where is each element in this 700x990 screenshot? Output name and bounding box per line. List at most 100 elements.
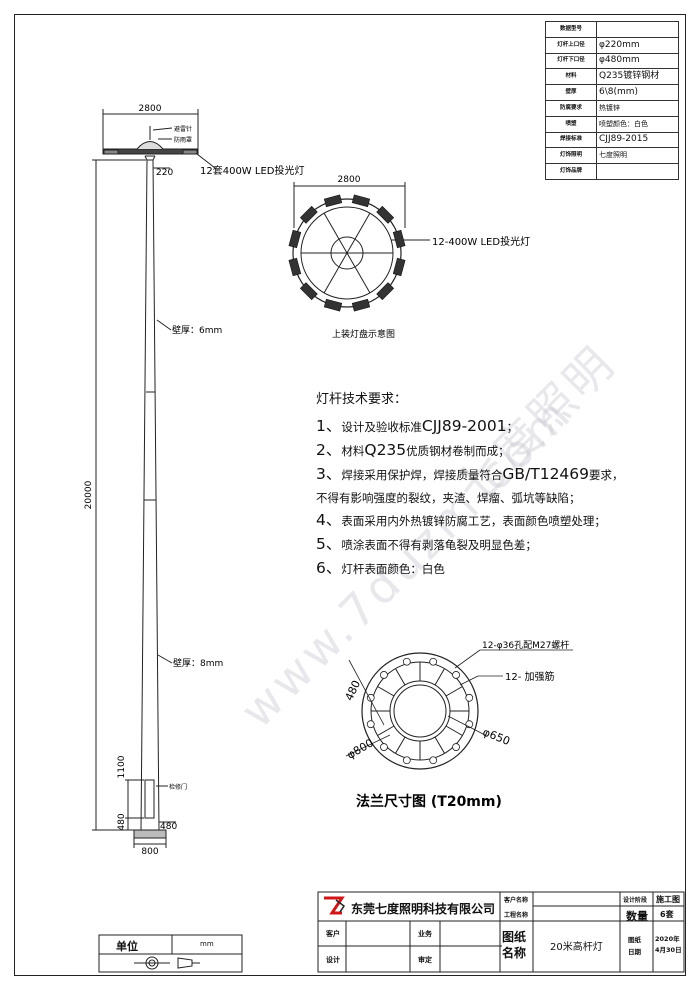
requirement-text: 表面采用内外热镀锌防腐工艺，表面颜色喷塑处理；: [341, 514, 606, 528]
base-right-dim: 480: [160, 822, 177, 832]
drawing-frame: [14, 14, 686, 976]
flange-hole: [452, 743, 460, 751]
spec-key: 灯杆上口径: [545, 36, 597, 54]
led-floodlight: [376, 282, 395, 301]
requirement-num: 1、: [316, 417, 342, 435]
flange-hole: [429, 756, 438, 765]
flange-dims: [345, 649, 573, 757]
flange-rib: [377, 725, 395, 736]
client-label: 客户名称: [504, 897, 529, 904]
requirement-num: 2、: [316, 441, 342, 459]
requirement-text: 设计及验收标准: [341, 420, 422, 434]
spec-row: 灯饰品牌: [545, 163, 679, 180]
spec-key: 喷塑: [545, 115, 597, 133]
requirement-item: 1、设计及验收标准CJJ89-2001；: [316, 415, 686, 439]
unit-label: 单位: [116, 940, 138, 953]
led-floodlight: [288, 257, 302, 277]
flange-caption: 法兰尺寸图 (T20mm): [356, 793, 502, 810]
led-floodlight: [351, 194, 371, 208]
lamp-callout: 12套400W LED投光灯: [200, 164, 304, 177]
spec-key: 防腐要求: [545, 99, 597, 117]
requirements: 灯杆技术要求： 1、设计及验收标准CJJ89-2001；2、材料Q235优质钢材…: [316, 388, 686, 581]
requirement-code: GB/T12469: [502, 465, 590, 483]
flange-dim-800: φ800: [345, 736, 376, 761]
lamp-disc-width: 2800: [338, 175, 361, 185]
company-name: 东莞七度照明科技有限公司: [351, 902, 496, 916]
lamp-disc-caption: 上装灯盘示意图: [332, 328, 395, 340]
spec-value: 6\8(mm): [596, 84, 679, 101]
lamp-label-lightning: 避雷针: [174, 125, 192, 133]
flange-rib: [395, 668, 406, 686]
customer-label: 客户: [326, 930, 340, 938]
requirement-tail: 优质钢材卷制而成；: [406, 444, 510, 458]
requirement-code: CJJ89-2001: [421, 417, 507, 435]
title-block-lines: [98, 891, 685, 973]
requirement-num: 4、: [316, 511, 342, 529]
door-label: 检修门: [169, 783, 187, 791]
requirement-item: 4、表面采用内外热镀锌防腐工艺，表面颜色喷塑处理；: [316, 509, 686, 533]
spec-value: CJJ89-2015: [596, 131, 679, 149]
led-floodlight: [392, 229, 406, 249]
flange-holes: [366, 657, 474, 765]
business-label: 业务: [418, 930, 432, 938]
requirement-item: 2、材料Q235优质钢材卷制而成；: [316, 439, 686, 463]
flange-ribs-label: 12- 加强筋: [505, 670, 555, 683]
pole-top-diameter: 220: [156, 168, 173, 178]
flange-rib: [434, 668, 445, 686]
lamp-disc: [292, 182, 430, 308]
flange-holes-label: 12-φ36孔配M27螺杆: [482, 639, 569, 651]
flange-rib: [445, 725, 463, 736]
spec-value: [596, 163, 679, 180]
spec-row: 喷塑喷塑颜色：白色: [545, 115, 679, 133]
spec-key: 焊接标准: [545, 131, 597, 149]
requirement-num: 6、: [316, 559, 342, 577]
led-floodlight: [351, 298, 371, 312]
drawing-name-label: 图纸名称: [502, 930, 527, 960]
wall-thickness-lower: 壁厚：8mm: [173, 657, 223, 669]
requirement-tail: 要求，: [589, 468, 624, 482]
flange-rib: [445, 686, 463, 697]
led-floodlight: [323, 298, 343, 312]
design-stage-label: 设计阶段: [623, 897, 648, 904]
drawing-name-value: 20米高杆灯: [550, 942, 603, 953]
flange-dim-650: φ650: [481, 725, 512, 748]
flange-hole: [380, 671, 388, 679]
requirement-text: 不得有影响强度的裂纹，夹渣、焊瘤、弧坑等缺陷；: [316, 491, 581, 505]
led-floodlight: [376, 205, 395, 224]
spec-row: 灯饰照明七度照明: [545, 147, 679, 165]
unit-value: mm: [200, 940, 214, 948]
requirement-num: 5、: [316, 535, 342, 553]
flange-hole: [452, 671, 460, 679]
spec-value: 七度照明: [596, 147, 679, 165]
pole-height: 20000: [84, 480, 94, 509]
base-width: 800: [141, 847, 158, 857]
spec-value: φ220mm: [596, 36, 679, 54]
wall-thickness-upper: 壁厚：6mm: [172, 324, 222, 336]
flange-rib: [434, 736, 445, 754]
spec-value: [596, 21, 679, 38]
flange-hole: [402, 756, 411, 765]
date-value: 2020年4月30日: [655, 935, 682, 954]
requirement-code: Q235: [364, 441, 407, 459]
requirement-item: 6、灯杆表面颜色：白色: [316, 557, 686, 581]
requirement-text: 材料: [341, 444, 365, 458]
requirement-text: 喷涂表面不得有剥落龟裂及明显色差；: [341, 538, 537, 552]
requirement-num: 3、: [316, 465, 342, 483]
spec-key: 灯饰品牌: [545, 163, 597, 180]
requirement-text: 灯杆表面颜色：白色: [341, 562, 445, 576]
requirement-item: 不得有影响强度的裂纹，夹渣、焊瘤、弧坑等缺陷；: [316, 487, 686, 509]
qty-label: 数量: [626, 910, 648, 923]
qty-value: 6套: [660, 910, 674, 919]
flange-hole: [402, 657, 411, 666]
spec-key: 灯饰照明: [545, 147, 597, 165]
lamp-label-rainhood: 防雨罩: [174, 136, 192, 144]
flange-hole: [429, 657, 438, 666]
spec-key: 壁厚: [545, 84, 597, 101]
requirement-text: 焊接采用保护焊，焊接质量符合: [341, 468, 503, 482]
flange-rib: [395, 736, 406, 754]
spec-value: φ480mm: [596, 52, 679, 70]
flange-hole: [465, 693, 474, 702]
pole-view: [92, 109, 216, 848]
